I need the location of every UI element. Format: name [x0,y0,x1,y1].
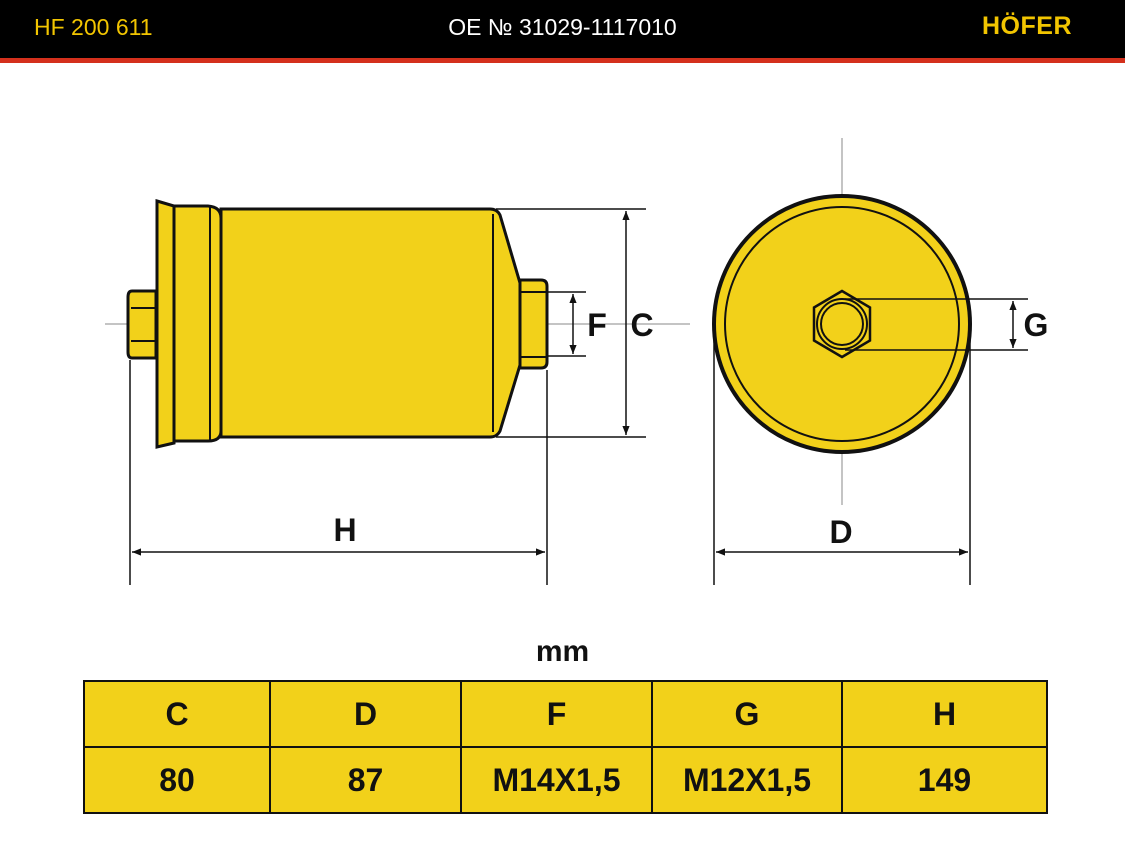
side-view [105,198,690,449]
value-cell-h: 149 [841,746,1048,814]
table-value-row: 80 87 M14X1,5 M12X1,5 149 [83,746,1048,814]
value-cell-f: M14X1,5 [460,746,653,814]
dimension-d: D [713,324,971,585]
value-cell-g: M12X1,5 [651,746,843,814]
crimp-ring [172,204,223,443]
value-cell-d: 87 [269,746,462,814]
end-view [712,138,972,505]
dimension-h: H [129,360,548,585]
label-f: F [587,307,607,343]
end-flange [155,198,176,449]
header-cell-c: C [83,680,271,748]
outlet-nipple [518,278,549,370]
table-header-row: C D F G H [83,680,1048,748]
part-number: HF 200 611 [34,14,153,40]
dimension-c: C [496,208,654,438]
housing-inner-ring [724,206,960,442]
header-bar: HF 200 611 OE № 31029-1117010 HÖFER [0,0,1125,58]
label-g: G [1024,307,1049,343]
filter-body [219,207,522,439]
label-c: C [630,307,653,343]
header-cell-g: G [651,680,843,748]
inlet-nipple [126,289,158,360]
unit-label: mm [535,635,590,668]
dimension-f: F [548,291,607,357]
dimension-g: G [845,298,1049,351]
label-d: D [829,514,852,550]
header-cell-f: F [460,680,653,748]
brand-logo: HÖFER [982,12,1072,40]
header-cell-h: H [841,680,1048,748]
dimensions-table: C D F G H 80 87 M14X1,5 M12X1,5 149 [83,680,1048,814]
header-cell-d: D [269,680,462,748]
value-cell-c: 80 [83,746,271,814]
oe-number: OE № 31029-1117010 [448,14,677,40]
header-accent-line [0,58,1125,63]
label-h: H [333,512,356,548]
